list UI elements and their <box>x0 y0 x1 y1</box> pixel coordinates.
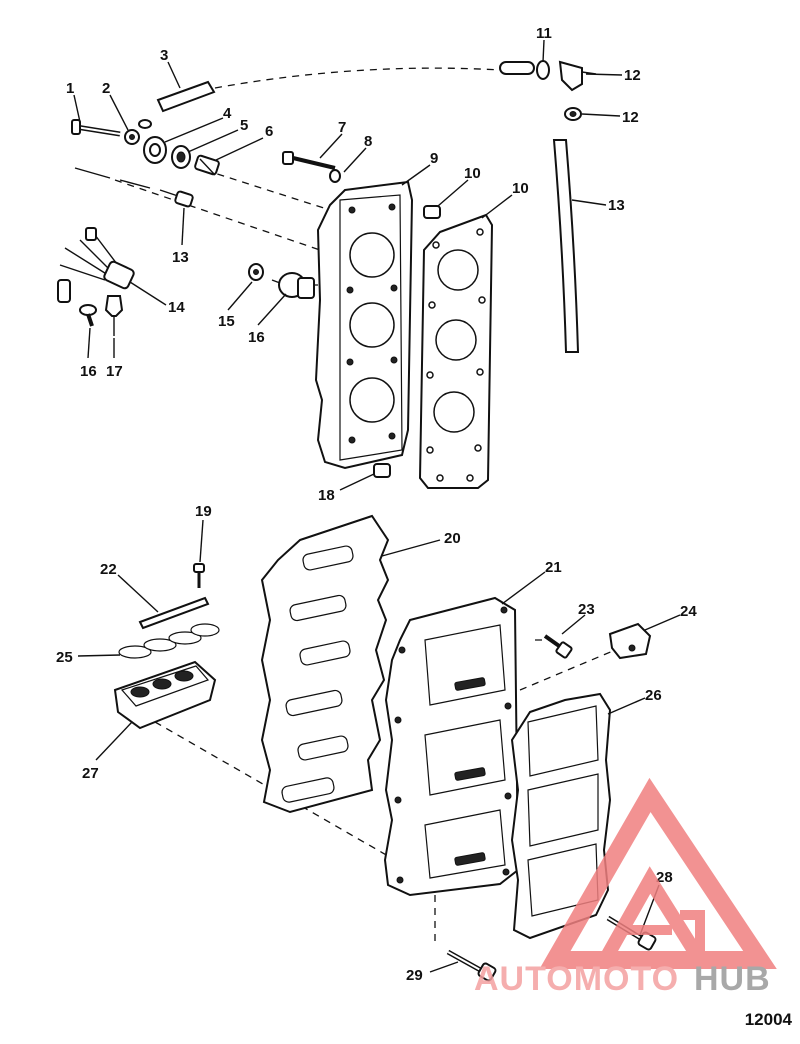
callout-5: 6 <box>265 123 273 140</box>
callout-labels: 1 2 3 4 5 6 7 8 9 10 10 11 12 12 13 13 1… <box>56 25 697 984</box>
callout-26: 13 <box>172 249 189 266</box>
fitting-part-9 <box>124 129 140 145</box>
clip-part-29 <box>608 622 652 660</box>
callout-1: 9 <box>430 150 438 167</box>
callout-12-lower: 12 <box>622 109 639 126</box>
grommet-part-6 <box>171 145 191 169</box>
callout-8: 1 <box>66 80 74 97</box>
callout-22: 25 <box>56 649 73 666</box>
watermark-text-right: HUB <box>694 960 771 998</box>
callout-7: 4 <box>223 105 232 122</box>
dowel-pin-part-13-lower <box>373 463 391 478</box>
callout-16-right: 28 <box>656 869 673 886</box>
callout-28: 15 <box>218 313 235 330</box>
screw-part-24 <box>193 563 205 588</box>
cylinder-head-part-1 <box>314 180 414 470</box>
callout-17: 26 <box>645 687 662 704</box>
sensor-part-5 <box>194 154 220 176</box>
callout-4: 8 <box>364 133 372 150</box>
gasket-part-20 <box>260 514 390 814</box>
callout-27: 14 <box>168 299 185 316</box>
fitting-part-11 <box>558 60 597 92</box>
wiring-harness-part-27 <box>57 227 135 303</box>
hose-part-10-right <box>552 139 580 353</box>
callout-16-lower: 29 <box>406 967 423 984</box>
wire-lead-part-26 <box>74 167 194 208</box>
callout-18: 21 <box>545 559 562 576</box>
clamp-part-12-lower <box>564 107 582 121</box>
callout-19: 22 <box>100 561 117 578</box>
head-gasket-part-2 <box>418 213 494 489</box>
reed-block-part-21 <box>113 660 217 730</box>
callout-13-top: 10 <box>464 165 481 182</box>
bolt-part-8 <box>71 119 121 137</box>
washer-part-7 <box>138 119 167 164</box>
bolt-part-3 <box>282 151 336 170</box>
reed-petals-part-22 <box>118 623 220 659</box>
callout-11: 12 <box>624 67 641 84</box>
nut-part-28 <box>248 263 264 281</box>
callout-20: 20 <box>444 530 461 547</box>
intake-manifold-part-18 <box>383 596 520 897</box>
figure-number: 12004 <box>744 1010 792 1029</box>
callout-10-right: 13 <box>608 197 625 214</box>
switch-part-25 <box>271 272 315 299</box>
callout-23: 23 <box>578 601 595 618</box>
dowel-pin-part-13-upper <box>423 205 441 219</box>
callout-21: 27 <box>82 765 99 782</box>
bolt-part-23 <box>543 634 573 659</box>
callout-10-top: 3 <box>160 47 168 64</box>
terminal-part-14 <box>104 295 124 336</box>
watermark-text-left: AUTOMOTO <box>474 960 679 998</box>
callout-3: 7 <box>338 119 346 136</box>
reed-stop-part-19 <box>138 596 210 630</box>
hose-part-10-left <box>156 80 216 113</box>
clamp-part-12-top <box>536 60 550 80</box>
washer-part-4 <box>329 169 341 183</box>
hose-connector <box>499 61 535 75</box>
callout-15: 16 <box>80 363 97 380</box>
callout-12-top: 11 <box>536 25 552 42</box>
bolt-part-16-lower <box>446 949 497 982</box>
callout-14: 17 <box>106 363 123 380</box>
callout-29: 24 <box>680 603 697 620</box>
callout-13-lower: 18 <box>318 487 335 504</box>
callout-6: 5 <box>240 117 248 134</box>
callout-24: 19 <box>195 503 212 520</box>
callout-9: 2 <box>102 80 110 97</box>
screw-part-15 <box>79 304 97 327</box>
callout-2: 10 <box>512 180 529 197</box>
automotohub-watermark-logo: AUTOMOTO HUB <box>474 777 777 998</box>
callout-25: 16 <box>248 329 265 346</box>
leader-lines <box>73 39 681 973</box>
